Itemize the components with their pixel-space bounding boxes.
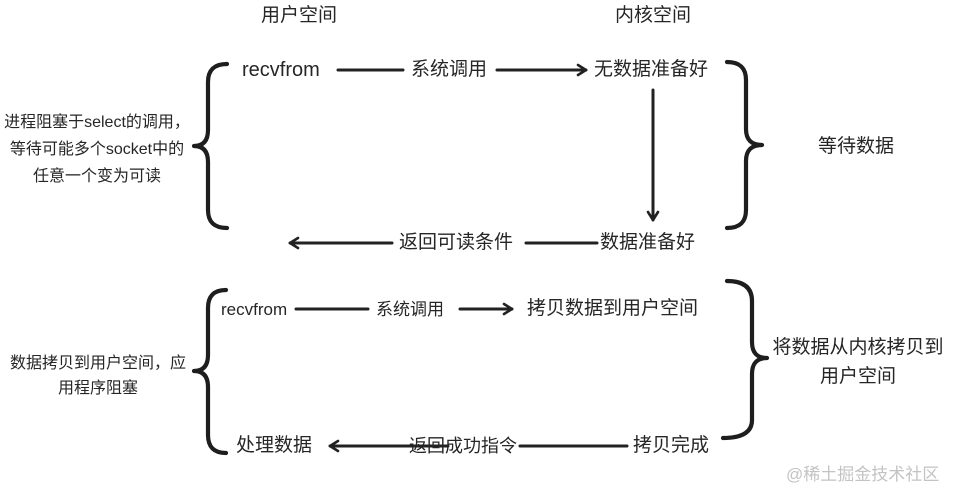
- wait-syscall-label: 系统调用: [410, 59, 487, 80]
- app-blocked-note-line2: 用程序阻塞: [57, 380, 138, 397]
- return-readable-label: 返回可读条件: [399, 232, 514, 253]
- kernel-space-header: 内核空间: [614, 5, 691, 26]
- right-brace-copy: [720, 278, 770, 441]
- no-data-ready-label: 无数据准备好: [594, 59, 709, 80]
- kernel-copy-note-line2: 用户空间: [819, 366, 896, 387]
- app-blocked-note-line1: 数据拷贝到用户空间，应: [9, 355, 186, 372]
- wait-recvfrom-label: recvfrom: [242, 59, 320, 81]
- user-space-header: 用户空间: [260, 5, 337, 26]
- copy-done-label: 拷贝完成: [633, 435, 710, 456]
- right-brace-wait: [724, 59, 765, 231]
- data-ready-label: 数据准备好: [600, 232, 696, 253]
- left-brace-wait: [191, 61, 230, 231]
- select-blocking-note-line2: 等待可能多个socket中的: [9, 141, 185, 158]
- return-success-label: 返回成功指令: [409, 436, 517, 456]
- kernel-copy-note: 将数据从内核拷贝到 用户空间: [762, 333, 954, 391]
- waiting-for-data-note: 等待数据: [818, 136, 895, 157]
- select-blocking-note-line3: 任意一个变为可读: [32, 168, 161, 185]
- watermark: @稀土掘金技术社区: [786, 465, 940, 484]
- copy-to-user-space-label: 拷贝数据到用户空间: [527, 298, 699, 319]
- left-brace-copy: [191, 287, 229, 456]
- copy-recvfrom-label: recvfrom: [221, 300, 288, 319]
- process-data-label: 处理数据: [236, 435, 313, 456]
- select-blocking-note-line1: 进程阻塞于select的调用，: [4, 114, 190, 131]
- copy-syscall-label: 系统调用: [376, 300, 444, 319]
- select-blocking-note: 进程阻塞于select的调用， 等待可能多个socket中的 任意一个变为可读: [0, 109, 194, 190]
- app-blocked-note: 数据拷贝到用户空间，应 用程序阻塞: [0, 351, 196, 401]
- kernel-copy-note-line1: 将数据从内核拷贝到: [772, 337, 944, 358]
